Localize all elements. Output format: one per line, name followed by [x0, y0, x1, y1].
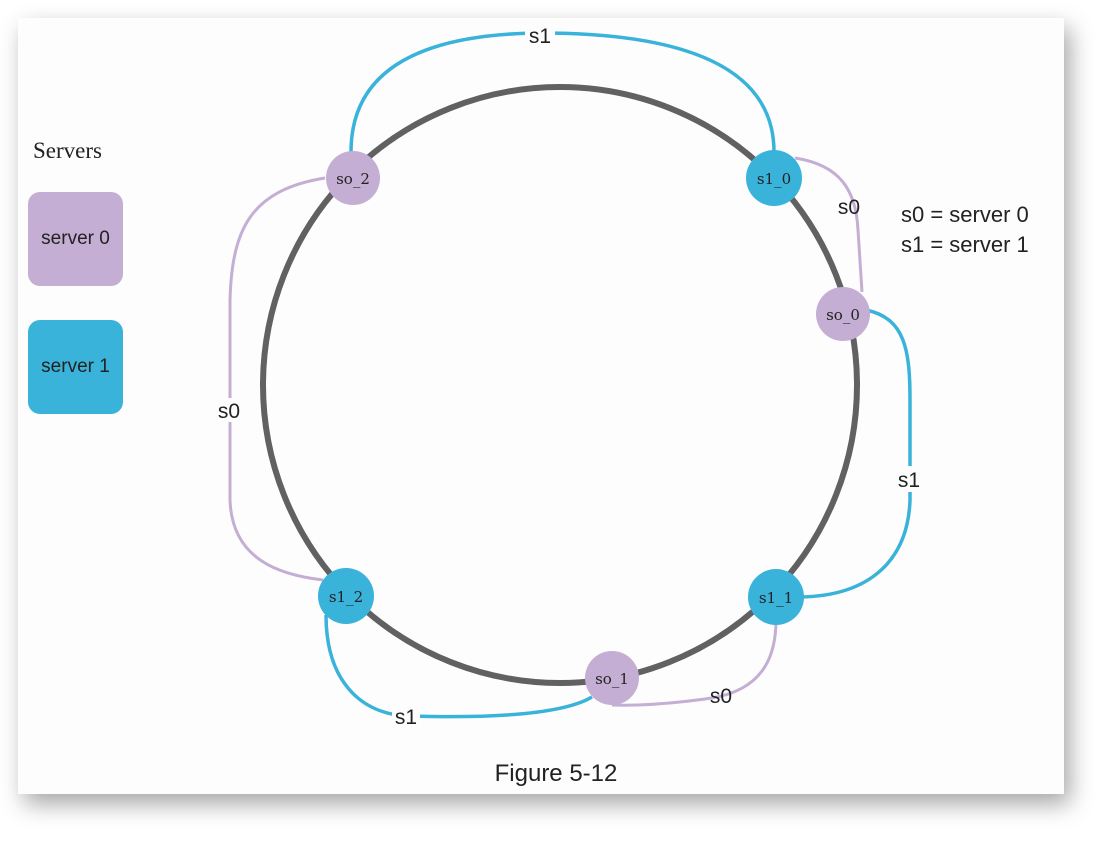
node-label: s1_2 [329, 588, 363, 606]
node-so-0: so_0 [816, 287, 870, 341]
node-label: s1_0 [757, 170, 791, 188]
node-s1-0: s1_0 [746, 150, 802, 206]
legend-label: server 0 [41, 228, 110, 249]
edge-label-bottom-right: s0 [710, 685, 732, 708]
edge-label-top: s1 [529, 25, 551, 48]
legend-title: Servers [33, 138, 102, 163]
key-s0: s0 = server 0 [901, 202, 1029, 227]
edge-bottom-right-s0 [611, 619, 778, 707]
edge-right-upper-s0 [794, 156, 864, 293]
edge-label-right-lower: s1 [898, 469, 920, 492]
edge-label-bottom-left: s1 [395, 706, 417, 729]
edge-right-lower-s1 [799, 308, 912, 599]
hash-ring [260, 84, 860, 686]
edge-top-s1 [349, 31, 776, 153]
node-s1-2: s1_2 [318, 568, 374, 624]
figure-caption: Figure 5-12 [494, 760, 618, 787]
figure-card [18, 18, 1064, 794]
legend-label: server 1 [41, 356, 110, 377]
legend-server-1: server 1 [28, 320, 123, 414]
edge-label-left: s0 [218, 400, 240, 423]
node-label: so_2 [336, 170, 370, 188]
node-label: s1_1 [759, 589, 793, 607]
node-so-2: so_2 [326, 151, 380, 205]
node-so-1: so_1 [585, 651, 639, 705]
node-s1-1: s1_1 [748, 569, 804, 625]
legend-server-0: server 0 [28, 192, 123, 286]
node-label: so_0 [826, 306, 860, 324]
edge-left-s0 [228, 176, 326, 582]
key-s1: s1 = server 1 [901, 232, 1029, 257]
node-label: so_1 [595, 670, 629, 688]
edge-label-right-upper: s0 [838, 196, 860, 219]
